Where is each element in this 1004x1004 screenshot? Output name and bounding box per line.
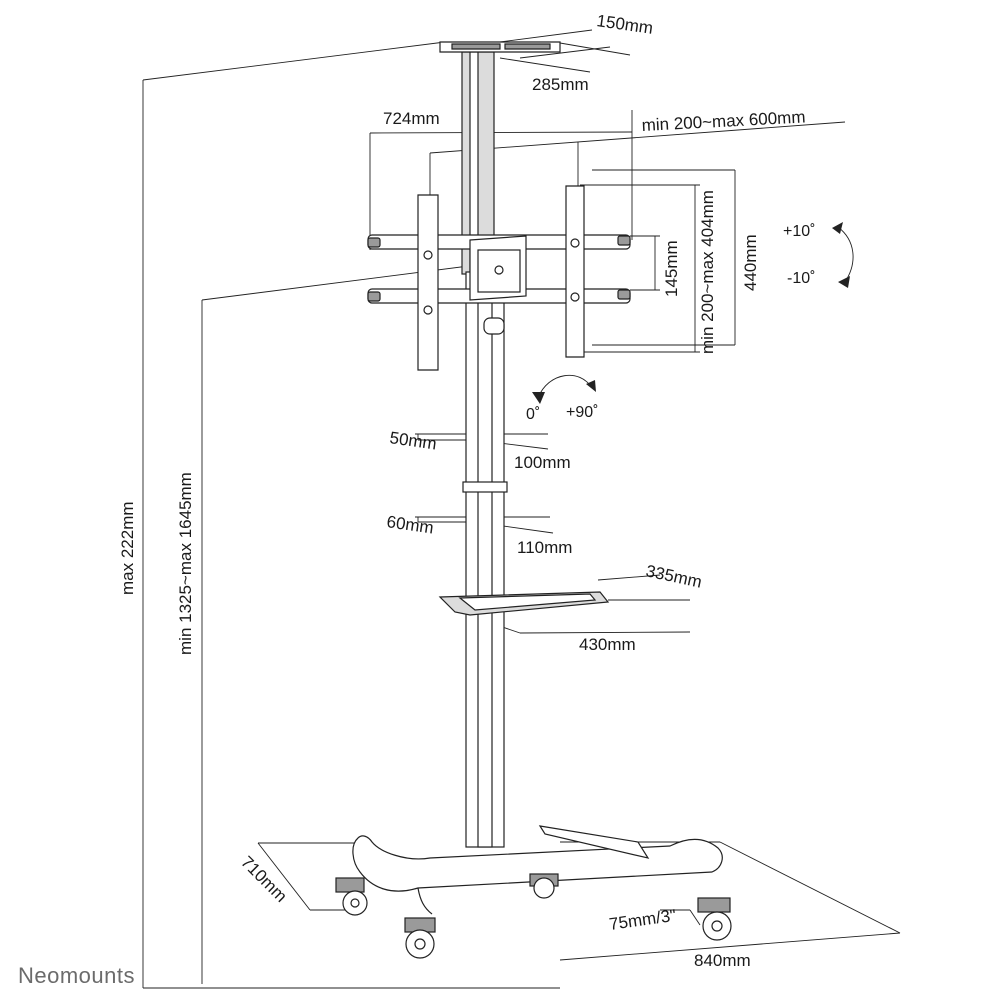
label-clamp2-depth: 60mm — [385, 512, 434, 537]
caster-front-left — [335, 877, 368, 916]
label-rotate-end: +90˚ — [566, 404, 598, 421]
label-caster-size: 75mm/3" — [608, 906, 677, 934]
label-bracket-height: 440mm — [741, 234, 760, 291]
vesa-arm-right — [565, 185, 585, 358]
label-base-depth: 710mm — [237, 852, 291, 906]
label-top-plate-width: 285mm — [532, 75, 589, 94]
label-tilt-down: -10˚ — [787, 270, 815, 287]
label-clamp2-width: 110mm — [517, 538, 572, 557]
label-total-height: max 222mm — [118, 501, 137, 595]
label-vesa-vertical: min 200~max 404mm — [698, 190, 717, 354]
brand-logo: Neomounts — [18, 963, 135, 988]
tilt-arrow — [832, 222, 854, 288]
label-rotate-start: 0˚ — [526, 406, 540, 423]
stand-column — [461, 51, 508, 848]
vesa-arm-left — [417, 194, 439, 371]
label-clamp1-depth: 50mm — [388, 428, 437, 453]
caster-front-center — [404, 917, 436, 959]
label-base-width: 840mm — [694, 951, 751, 970]
label-tilt-up: +10˚ — [783, 223, 815, 240]
casters — [335, 873, 732, 959]
rotate-arrow — [532, 374, 596, 404]
label-clamp1-width: 100mm — [514, 453, 571, 472]
dimension-lines — [142, 29, 901, 989]
caster-right — [697, 897, 732, 941]
label-bracket-width: 724mm — [383, 109, 440, 128]
label-bracket-gap: 145mm — [662, 240, 681, 297]
base — [352, 825, 723, 915]
label-screen-height: min 1325~max 1645mm — [176, 472, 195, 655]
caster-back-center — [529, 873, 559, 899]
shelf — [438, 591, 610, 616]
label-shelf-width: 430mm — [579, 635, 636, 654]
top-plate — [439, 41, 561, 53]
center-mount — [469, 235, 527, 335]
label-top-plate-depth: 150mm — [595, 11, 654, 38]
label-shelf-depth: 335mm — [644, 561, 703, 591]
height-clamp — [462, 481, 508, 493]
